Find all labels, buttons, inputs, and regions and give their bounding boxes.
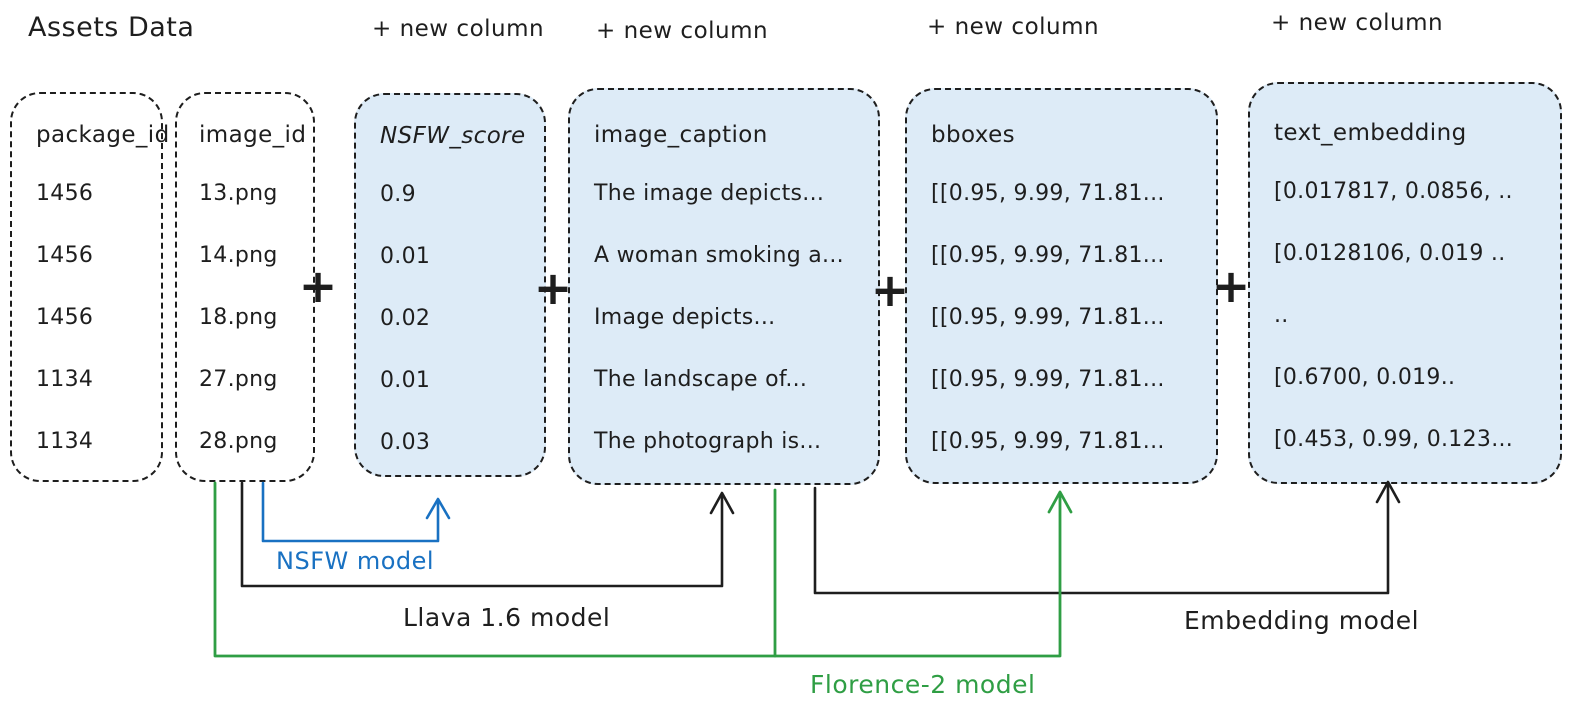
cell-image-id-5: 28.png — [199, 428, 278, 454]
cell-image-caption-3: Image depicts... — [594, 304, 776, 330]
embedding-model-label: Embedding model — [1184, 606, 1420, 635]
column-header-nsfw-score: NSFW_score — [380, 123, 526, 149]
plus-icon-1: + — [298, 259, 338, 314]
column-header-text-embedding: text_embedding — [1274, 120, 1467, 146]
new-column-label-embedding: + new column — [1271, 10, 1444, 36]
cell-image-id-2: 14.png — [199, 242, 278, 268]
cell-bboxes-5: [[0.95, 9.99, 71.81... — [931, 428, 1165, 454]
plus-icon-4: + — [1211, 259, 1251, 314]
nsfw-arrowhead-icon — [425, 497, 451, 520]
cell-nsfw-score-2: 0.01 — [380, 243, 431, 269]
cell-bboxes-3: [[0.95, 9.99, 71.81... — [931, 304, 1165, 330]
florence-model-label: Florence-2 model — [810, 670, 1036, 699]
llava-arrowhead-icon — [709, 491, 735, 515]
column-box-image-id: image_id 13.png 14.png 18.png 27.png 28.… — [175, 92, 315, 482]
column-box-bboxes: bboxes [[0.95, 9.99, 71.81... [[0.95, 9.… — [905, 88, 1218, 484]
cell-text-embedding-5: [0.453, 0.99, 0.123... — [1274, 426, 1514, 452]
column-header-image-id: image_id — [199, 122, 307, 148]
florence-arrowhead-icon — [1047, 490, 1073, 514]
new-column-label-bboxes: + new column — [927, 14, 1100, 40]
cell-image-caption-2: A woman smoking a... — [594, 242, 844, 268]
new-column-label-nsfw: + new column — [372, 16, 545, 42]
plus-icon-2: + — [533, 261, 573, 316]
cell-image-id-3: 18.png — [199, 304, 278, 330]
cell-image-id-1: 13.png — [199, 180, 278, 206]
nsfw-model-label: NSFW model — [276, 547, 435, 575]
cell-package-id-5: 1134 — [36, 428, 94, 454]
cell-nsfw-score-5: 0.03 — [380, 429, 431, 455]
cell-package-id-3: 1456 — [36, 304, 94, 330]
cell-nsfw-score-4: 0.01 — [380, 367, 431, 393]
column-header-image-caption: image_caption — [594, 122, 768, 148]
column-header-package-id: package_id — [36, 122, 170, 148]
cell-package-id-1: 1456 — [36, 180, 94, 206]
cell-nsfw-score-1: 0.9 — [380, 181, 416, 207]
nsfw-connector-line — [261, 481, 440, 543]
column-box-package-id: package_id 1456 1456 1456 1134 1134 — [10, 92, 170, 482]
cell-text-embedding-2: [0.0128106, 0.019 .. — [1274, 240, 1506, 266]
cell-bboxes-2: [[0.95, 9.99, 71.81... — [931, 242, 1165, 268]
cell-image-caption-1: The image depicts... — [594, 180, 825, 206]
plus-icon-3: + — [870, 263, 910, 318]
cell-text-embedding-1: [0.017817, 0.0856, .. — [1274, 178, 1513, 204]
column-box-nsfw-score: NSFW_score 0.9 0.01 0.02 0.01 0.03 — [354, 93, 546, 477]
cell-image-caption-5: The photograph is... — [594, 428, 822, 454]
cell-package-id-4: 1134 — [36, 366, 94, 392]
cell-text-embedding-3: .. — [1274, 302, 1289, 328]
column-header-bboxes: bboxes — [931, 122, 1016, 148]
cell-nsfw-score-3: 0.02 — [380, 305, 431, 331]
cell-bboxes-1: [[0.95, 9.99, 71.81... — [931, 180, 1165, 206]
new-column-label-caption: + new column — [596, 18, 769, 44]
column-box-image-caption: image_caption The image depicts... A wom… — [568, 88, 880, 485]
column-box-text-embedding: text_embedding [0.017817, 0.0856, .. [0.… — [1248, 82, 1562, 484]
cell-text-embedding-4: [0.6700, 0.019.. — [1274, 364, 1456, 390]
cell-image-caption-4: The landscape of... — [594, 366, 808, 392]
embedding-connector-line — [813, 483, 1390, 595]
embedding-arrowhead-icon — [1375, 480, 1401, 504]
cell-bboxes-4: [[0.95, 9.99, 71.81... — [931, 366, 1165, 392]
cell-image-id-4: 27.png — [199, 366, 278, 392]
cell-package-id-2: 1456 — [36, 242, 94, 268]
llava-model-label: Llava 1.6 model — [403, 603, 611, 632]
assets-data-title: Assets Data — [28, 12, 195, 43]
